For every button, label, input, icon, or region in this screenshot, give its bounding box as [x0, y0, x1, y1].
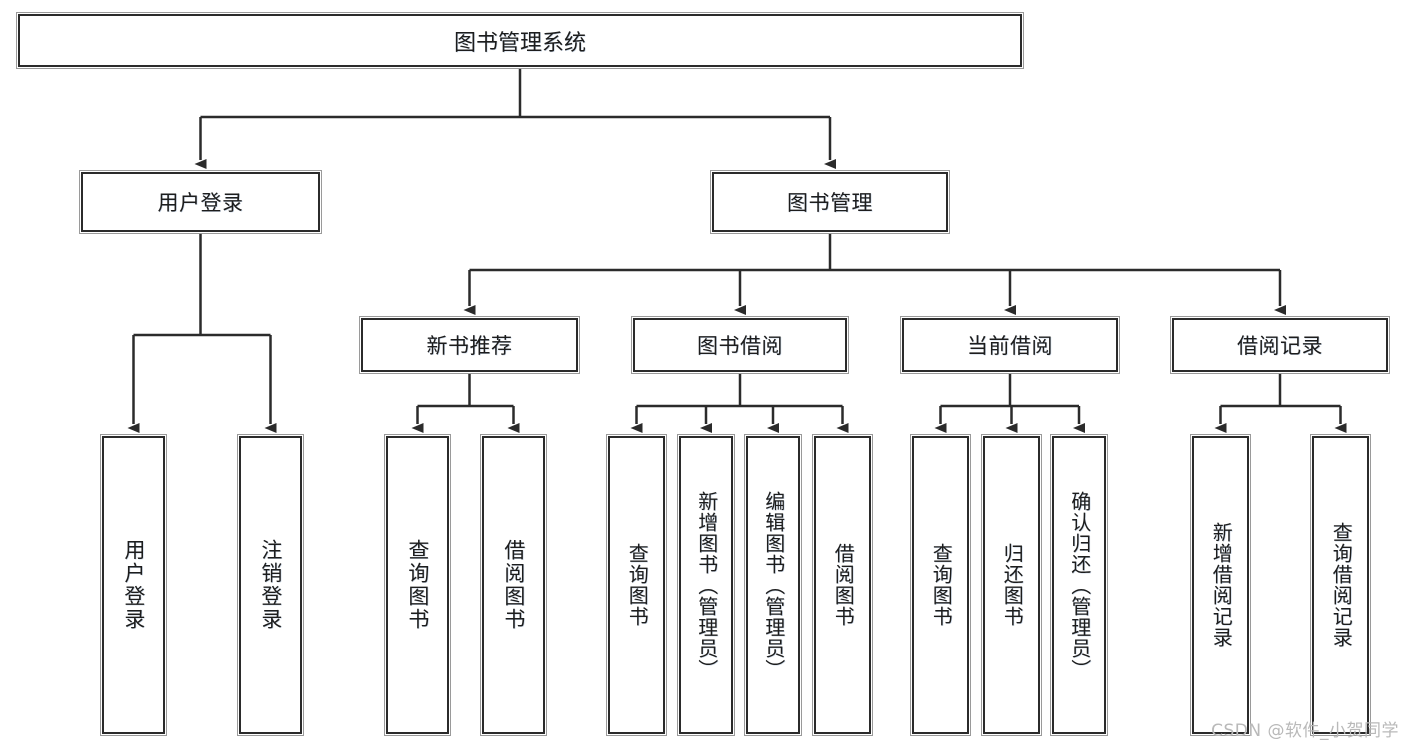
node-book-manage-label: 图书管理	[787, 191, 873, 215]
leaf-logout[interactable]: 注销登录	[239, 436, 302, 734]
leaf-return-book-label: 归还图书	[1000, 543, 1025, 627]
leaf-query-book-3-label: 查询图书	[929, 543, 954, 627]
leaf-logout-label: 注销登录	[258, 539, 283, 631]
leaf-borrow-book-1[interactable]: 借阅图书	[482, 436, 545, 734]
node-user-login-label: 用户登录	[157, 191, 244, 215]
node-user-login[interactable]: 用户登录	[81, 172, 320, 232]
leaf-query-book-2[interactable]: 查询图书	[608, 436, 665, 734]
leaf-query-book-1-label: 查询图书	[405, 539, 430, 631]
node-book-borrow-label: 图书借阅	[697, 334, 783, 358]
leaf-add-record[interactable]: 新增借阅记录	[1192, 436, 1249, 734]
leaf-borrow-book-1-label: 借阅图书	[501, 539, 526, 631]
leaf-edit-book-label: 编辑图书（管理员）	[761, 490, 786, 680]
leaf-confirm-return-label: 确认归还（管理员）	[1067, 490, 1092, 680]
leaf-return-book[interactable]: 归还图书	[983, 436, 1040, 734]
leaf-add-record-label: 新增借阅记录	[1209, 522, 1234, 648]
node-book-borrow[interactable]: 图书借阅	[633, 318, 847, 372]
node-current-borrow[interactable]: 当前借阅	[902, 318, 1118, 372]
leaf-confirm-return[interactable]: 确认归还（管理员）	[1052, 436, 1106, 734]
leaf-query-book-1[interactable]: 查询图书	[386, 436, 449, 734]
leaf-query-book-2-label: 查询图书	[625, 543, 650, 627]
leaf-query-record-label: 查询借阅记录	[1329, 522, 1354, 648]
watermark: CSDN @软件_小贺同学	[1211, 721, 1399, 741]
leaf-user-login-label: 用户登录	[121, 539, 146, 631]
node-root[interactable]: 图书管理系统	[18, 14, 1022, 67]
node-borrow-record-label: 借阅记录	[1237, 334, 1323, 358]
node-new-book-rec[interactable]: 新书推荐	[361, 318, 578, 372]
node-book-manage[interactable]: 图书管理	[712, 172, 948, 232]
node-borrow-record[interactable]: 借阅记录	[1172, 318, 1388, 372]
leaf-borrow-book-2-label: 借阅图书	[831, 543, 856, 627]
leaf-query-record[interactable]: 查询借阅记录	[1312, 436, 1369, 734]
node-new-book-rec-label: 新书推荐	[426, 334, 513, 358]
leaf-borrow-book-2[interactable]: 借阅图书	[814, 436, 871, 734]
leaf-add-book-label: 新增图书（管理员）	[694, 490, 719, 680]
leaf-add-book[interactable]: 新增图书（管理员）	[679, 436, 733, 734]
leaf-query-book-3[interactable]: 查询图书	[912, 436, 969, 734]
leaf-user-login[interactable]: 用户登录	[102, 436, 165, 734]
leaf-edit-book[interactable]: 编辑图书（管理员）	[746, 436, 800, 734]
node-root-label: 图书管理系统	[453, 30, 586, 56]
node-current-borrow-label: 当前借阅	[967, 334, 1053, 358]
